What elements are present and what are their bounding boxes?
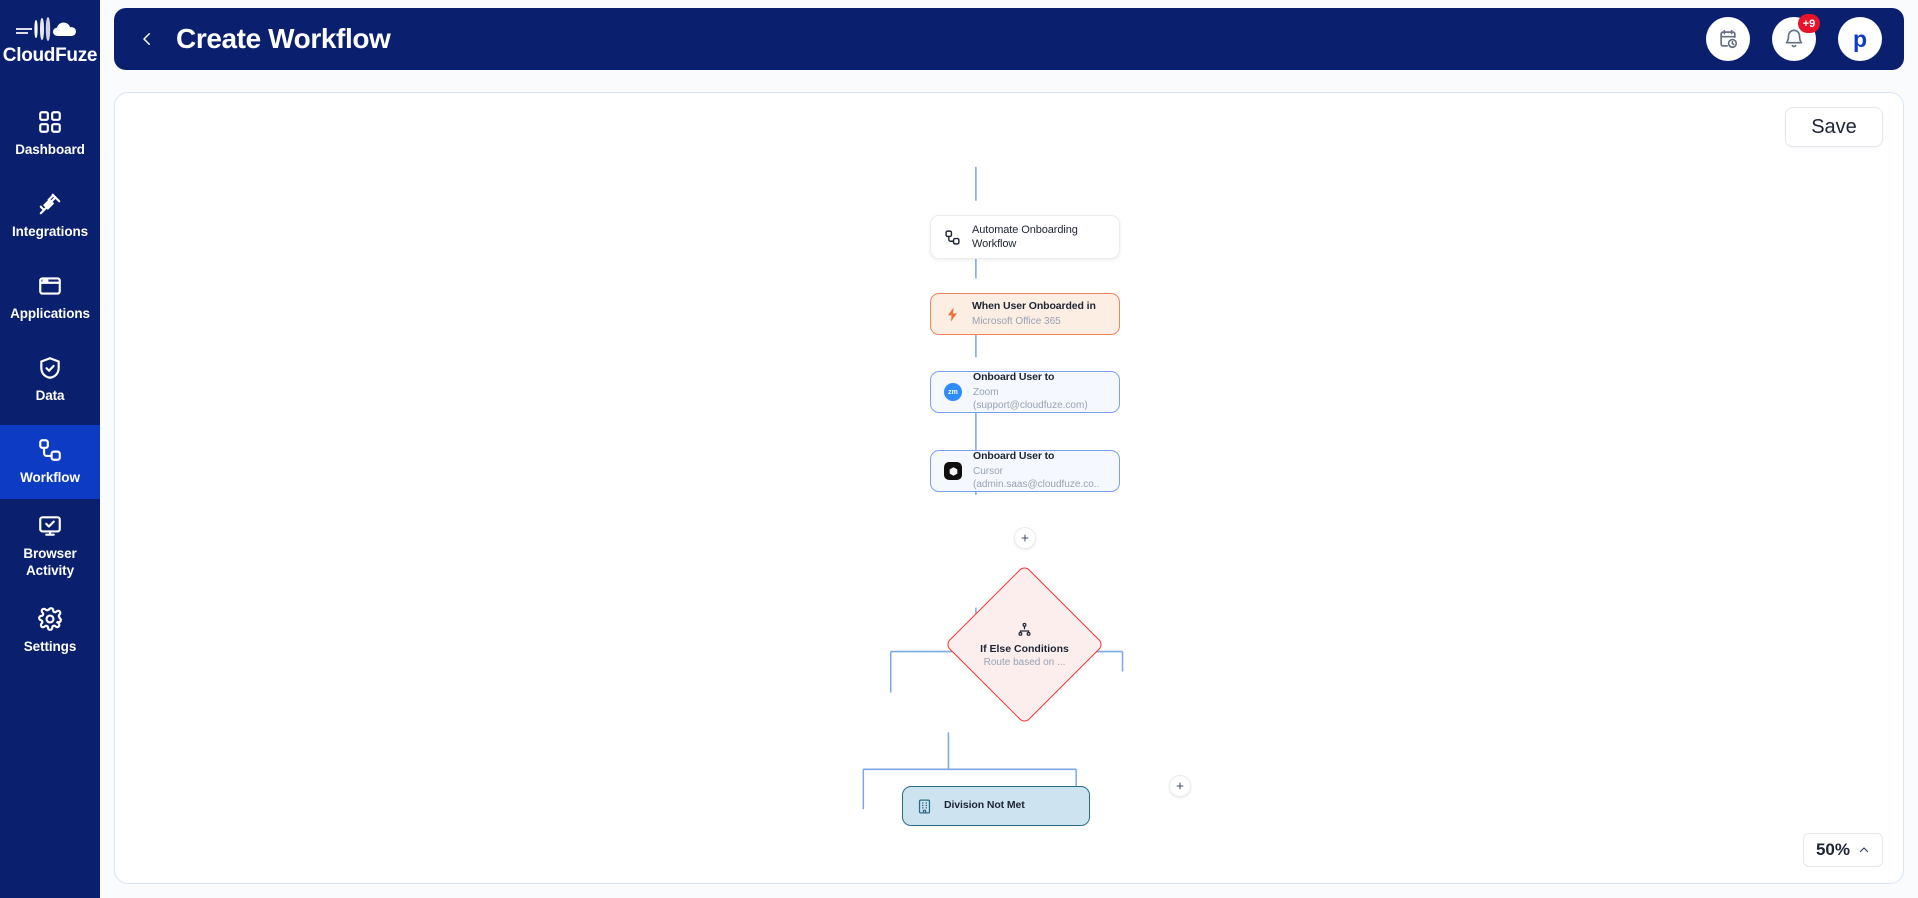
shield-check-icon: [40, 357, 60, 380]
cursor-app-icon: [944, 462, 962, 480]
back-button[interactable]: [132, 24, 162, 54]
cloudfuze-logo-icon: [16, 17, 76, 41]
notifications-button[interactable]: +9: [1772, 14, 1820, 61]
sidebar-item-label: Browser Activity: [23, 546, 77, 579]
plus-icon: [1021, 534, 1029, 542]
sidebar-item-label: Applications: [10, 306, 90, 322]
calendar-clock-icon: [1720, 29, 1738, 49]
sidebar-item-browser-activity[interactable]: Browser Activity: [0, 507, 100, 586]
add-node-button-main[interactable]: [1014, 527, 1036, 549]
add-node-button-branch-1[interactable]: [1169, 775, 1191, 797]
sidebar-item-label: Integrations: [11, 224, 89, 240]
workflow-canvas[interactable]: Save 50%: [114, 92, 1904, 884]
sidebar-item-applications[interactable]: Applications: [0, 261, 100, 335]
sidebar-item-label: Data: [35, 388, 65, 404]
node-subtitle: Zoom (support@cloudfuze.com): [973, 386, 1088, 412]
node-title: When User Onboarded in: [972, 299, 1096, 312]
chevron-left-icon: [143, 33, 150, 45]
sidebar-item-label: Dashboard: [15, 142, 85, 158]
avatar[interactable]: p: [1838, 17, 1882, 61]
dashboard-grid-icon: [39, 111, 61, 134]
zoom-level-value: 50%: [1815, 840, 1850, 859]
brand-logo[interactable]: CloudFuze: [2, 14, 98, 67]
window-app-icon: [39, 277, 61, 296]
sidebar-item-dashboard[interactable]: Dashboard: [0, 97, 100, 171]
workflow-nodes-icon: [945, 229, 960, 245]
sidebar-item-data[interactable]: Data: [0, 343, 100, 417]
save-button[interactable]: Save: [1785, 107, 1883, 147]
main-area: Create Workflow +9 p: [100, 0, 1918, 898]
brand-name: CloudFuze: [2, 45, 98, 66]
page-title: Create Workflow: [176, 23, 391, 54]
chevron-up-icon: [1859, 847, 1869, 853]
header-actions: +9 p: [1706, 14, 1882, 61]
sidebar-item-settings[interactable]: Settings: [0, 594, 100, 668]
sidebar-item-label: Workflow: [20, 470, 80, 486]
node-title: Onboard User to: [973, 450, 1055, 463]
node-title: Automate Onboarding Workflow: [972, 223, 1078, 250]
workflow-node-division-not-met[interactable]: Division Not Met: [902, 786, 1090, 826]
sidebar-item-workflow[interactable]: Workflow: [0, 425, 100, 499]
zoom-level-control[interactable]: 50%: [1802, 833, 1883, 867]
flow-graph: Automate Onboarding Workflow When User O…: [115, 93, 1903, 883]
node-title: Division Not Met: [944, 799, 1025, 812]
plus-icon: [1176, 782, 1184, 790]
node-subtitle: Cursor (admin.saas@cloudfuze.co..: [973, 465, 1100, 491]
workflow-node-cursor-action[interactable]: Onboard User to Cursor (admin.saas@cloud…: [930, 450, 1120, 492]
workflow-node-root[interactable]: Automate Onboarding Workflow: [930, 215, 1120, 259]
workflow-nodes-icon: [39, 439, 61, 462]
bell-icon: [1785, 29, 1803, 48]
node-subtitle: Microsoft Office 365: [972, 315, 1061, 327]
zoom-app-icon: zm: [944, 383, 962, 401]
top-header: Create Workflow +9 p: [114, 8, 1904, 70]
sidebar-nav: Dashboard Integrations Applications: [0, 97, 100, 668]
lightning-bolt-icon: [947, 306, 957, 322]
schedule-button[interactable]: [1706, 17, 1750, 61]
sidebar-item-label: Settings: [23, 638, 77, 654]
node-title: Onboard User to: [973, 371, 1055, 384]
monitor-check-icon: [39, 516, 61, 536]
gear-icon: [38, 607, 62, 631]
workflow-node-trigger[interactable]: When User Onboarded in Microsoft Office …: [930, 293, 1120, 335]
plug-connect-icon: [39, 194, 61, 215]
notification-badge: +9: [1798, 14, 1820, 33]
workflow-node-zoom-action[interactable]: zm Onboard User to Zoom (support@cloudfu…: [930, 371, 1120, 413]
building-icon: [918, 798, 931, 814]
sidebar-item-integrations[interactable]: Integrations: [0, 179, 100, 253]
cube-icon: [949, 466, 957, 476]
sidebar: CloudFuze Dashboard Integrations: [0, 0, 100, 898]
